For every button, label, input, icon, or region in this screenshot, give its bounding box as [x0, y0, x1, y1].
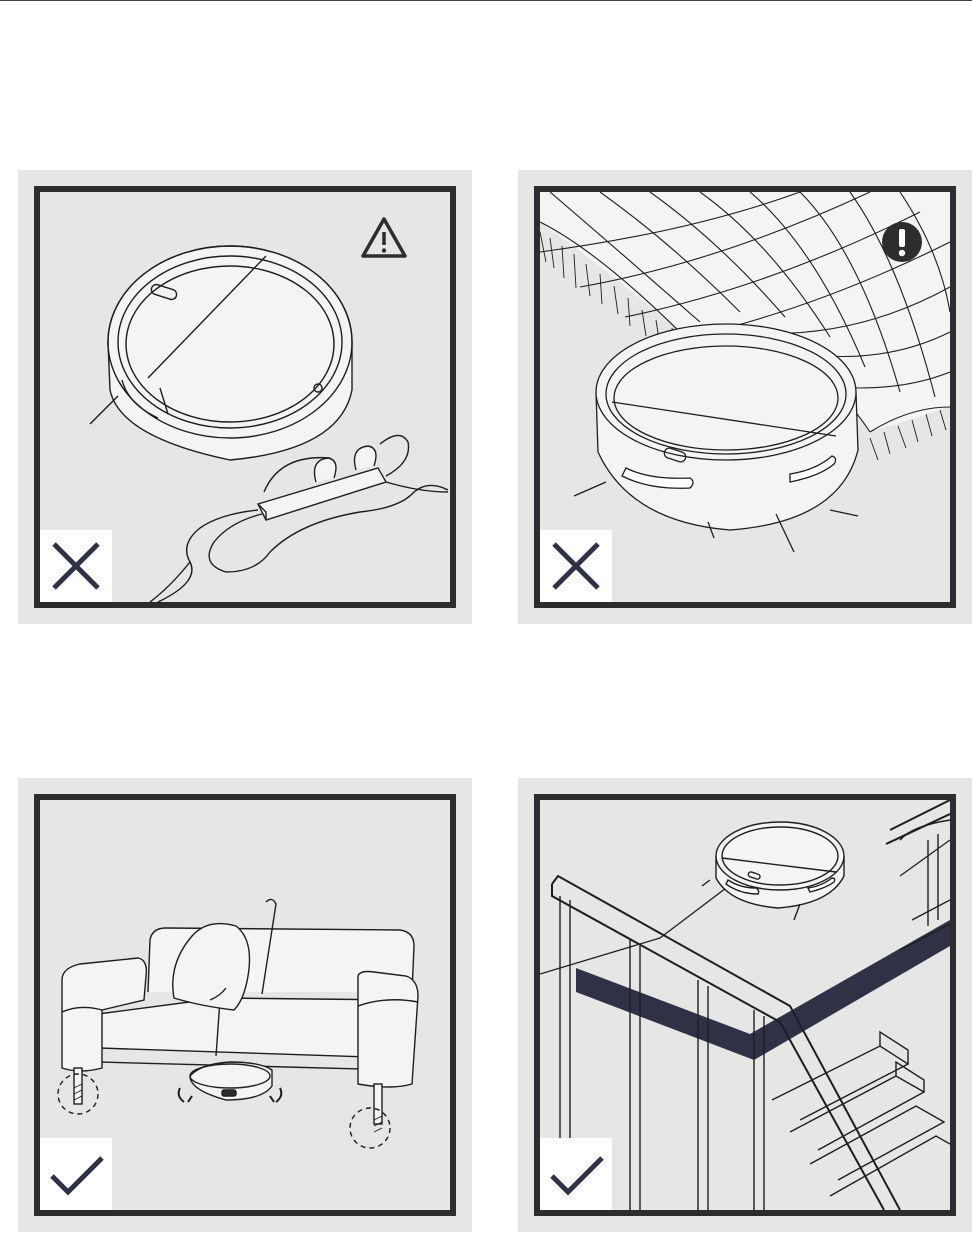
cross-icon — [540, 530, 612, 602]
cross-badge — [40, 530, 112, 602]
illustration-frame — [34, 794, 456, 1216]
illustration-frame — [34, 186, 456, 608]
illustration-frame — [534, 794, 956, 1216]
illustration-frame — [534, 186, 956, 608]
check-icon — [540, 1138, 612, 1210]
warning-triangle-icon — [360, 216, 408, 265]
check-icon — [40, 1138, 112, 1210]
exclamation-circle-icon — [880, 220, 924, 269]
panel-sofa-clearance — [18, 778, 472, 1232]
check-badge — [40, 1138, 112, 1210]
panel-stairs-barrier — [518, 778, 972, 1232]
cross-icon — [40, 530, 112, 602]
panel-cords — [18, 170, 472, 624]
check-badge — [540, 1138, 612, 1210]
top-rule — [0, 0, 972, 1]
cross-badge — [540, 530, 612, 602]
panel-carpet-fringe — [518, 170, 972, 624]
